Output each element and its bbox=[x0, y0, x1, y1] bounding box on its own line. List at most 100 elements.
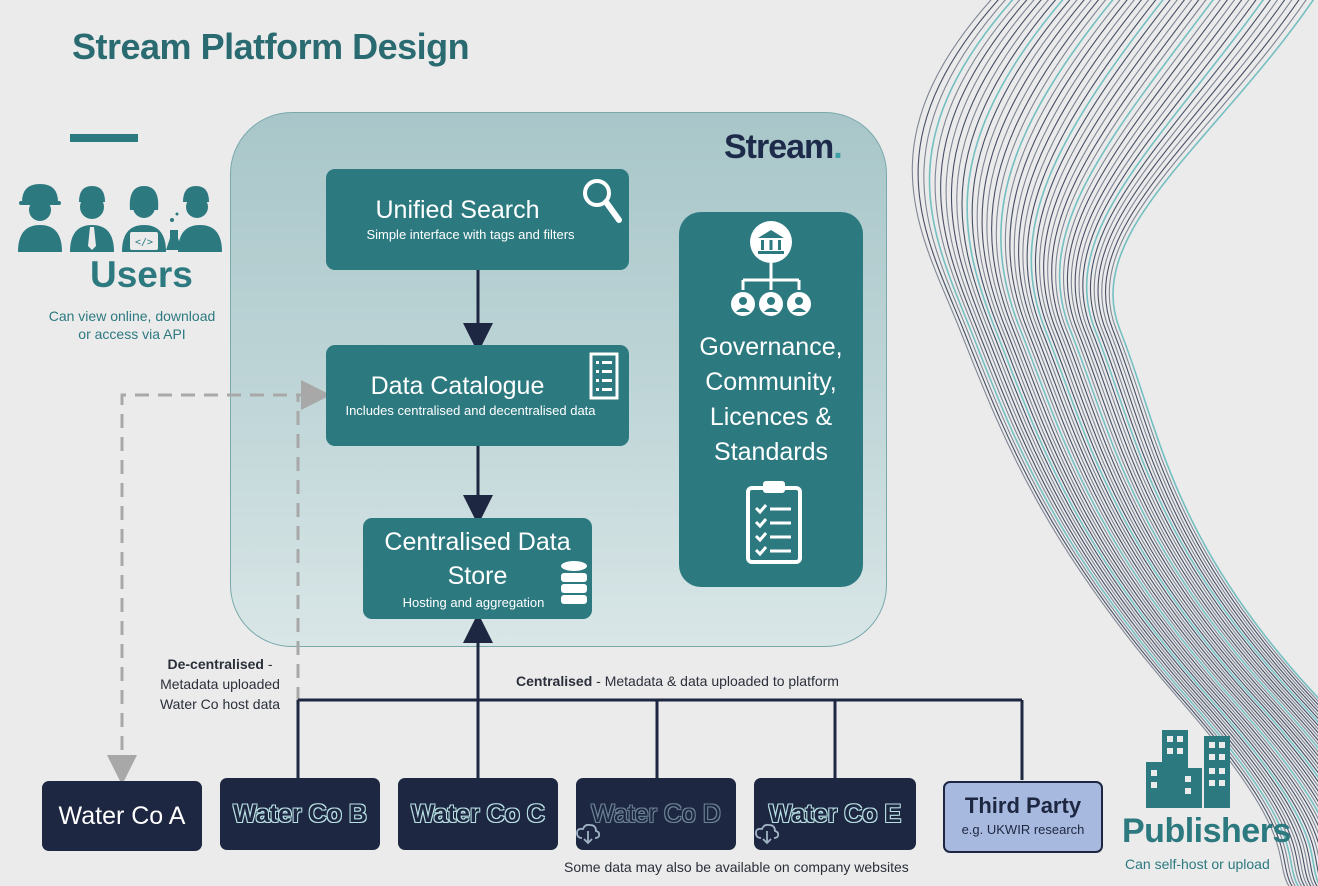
publishers-label: Publishers bbox=[1122, 812, 1291, 850]
cloud-download-icon bbox=[576, 823, 600, 845]
wave-line bbox=[1026, 0, 1318, 783]
governance-line1: Governance, bbox=[699, 333, 843, 361]
wave-line bbox=[1004, 0, 1318, 808]
decentralised-note: De-centralised - Metadata uploaded Water… bbox=[140, 654, 300, 714]
wave-line bbox=[966, 0, 1318, 884]
websites-note: Some data may also be available on compa… bbox=[564, 859, 909, 875]
wave-line bbox=[1067, 0, 1318, 742]
wave-line bbox=[1108, 0, 1318, 703]
wave-line bbox=[1097, 0, 1318, 713]
governance-line2: Community, bbox=[705, 368, 837, 396]
magnifier-icon bbox=[583, 179, 622, 223]
checklist-icon bbox=[589, 352, 619, 400]
publisher-water-co-b: Water Co B bbox=[220, 778, 380, 850]
decentralised-note-line1: De-centralised - bbox=[140, 654, 300, 674]
buildings-icon bbox=[1146, 730, 1230, 808]
centralised-note-bold: Centralised bbox=[516, 673, 593, 689]
database-icon bbox=[561, 561, 587, 604]
wave-line bbox=[1000, 0, 1318, 815]
publisher-label: Water Co A bbox=[58, 801, 186, 830]
wave-line bbox=[1009, 0, 1318, 803]
governance-line4: Standards bbox=[714, 438, 828, 466]
decentralised-note-bold: De-centralised bbox=[167, 656, 264, 672]
data-catalogue-title: Data Catalogue bbox=[370, 372, 545, 400]
wave-line bbox=[971, 0, 1318, 874]
publisher-water-co-a: Water Co A bbox=[42, 781, 202, 851]
users-description-line1: Can view online, download bbox=[48, 308, 216, 324]
wave-line bbox=[1051, 0, 1318, 757]
wave-line bbox=[934, 0, 1303, 886]
stream-logo-dot: . bbox=[833, 128, 843, 166]
publisher-label: Water Co E bbox=[768, 799, 902, 828]
wave-line bbox=[1039, 0, 1318, 770]
title-underline bbox=[70, 134, 138, 142]
centralised-note: Centralised - Metadata & data uploaded t… bbox=[516, 673, 839, 689]
wave-line bbox=[956, 0, 1315, 886]
centralised-tree bbox=[296, 613, 1024, 780]
decentralised-note-line2: Metadata uploaded bbox=[160, 676, 280, 692]
wave-line bbox=[1085, 0, 1318, 724]
wave-line bbox=[961, 0, 1318, 886]
users-description: Can view online, download or access via … bbox=[40, 307, 224, 343]
wave-line bbox=[928, 0, 1300, 886]
publisher-water-co-e: Water Co E bbox=[754, 778, 916, 850]
developer-icon: </> bbox=[122, 186, 166, 252]
wave-line bbox=[1093, 0, 1318, 716]
publisher-third-party: Third Party e.g. UKWIR research bbox=[943, 781, 1103, 853]
wave-line bbox=[1013, 0, 1318, 797]
centralised-note-rest: - Metadata & data uploaded to platform bbox=[592, 673, 839, 689]
data-store-title-line1: Centralised Data bbox=[384, 528, 571, 556]
wave-line bbox=[1030, 0, 1318, 779]
third-party-label: Third Party bbox=[964, 793, 1082, 818]
wave-line bbox=[1043, 0, 1318, 765]
data-store-subtitle: Hosting and aggregation bbox=[402, 595, 545, 610]
wave-line bbox=[1089, 0, 1318, 720]
data-store-title-line2: Store bbox=[447, 562, 508, 590]
wave-line bbox=[1101, 0, 1318, 709]
scientist-icon bbox=[166, 186, 222, 252]
unified-search-subtitle: Simple interface with tags and filters bbox=[366, 227, 575, 242]
wave-line bbox=[1078, 0, 1318, 730]
publisher-label: Water Co C bbox=[411, 799, 545, 828]
wave-line bbox=[986, 0, 1318, 835]
unified-search-box: Unified Search Simple interface with tag… bbox=[326, 169, 629, 270]
cloud-download-icon bbox=[755, 823, 779, 845]
worker-icon bbox=[18, 184, 62, 252]
governance-line3: Licences & bbox=[709, 403, 833, 431]
decentralised-note-line3: Water Co host data bbox=[159, 696, 281, 712]
wave-line bbox=[1022, 0, 1318, 788]
decentralised-dashed-line bbox=[107, 393, 310, 785]
wave-line bbox=[923, 0, 1296, 886]
users-description-line2: or access via API bbox=[78, 326, 186, 342]
users-icons: </> bbox=[18, 184, 222, 252]
wave-line bbox=[940, 0, 1306, 886]
publisher-label: Water Co B bbox=[233, 799, 367, 828]
wave-line bbox=[1082, 0, 1318, 727]
wave-line bbox=[976, 0, 1318, 857]
clipboard-icon bbox=[746, 481, 802, 564]
unified-search-title: Unified Search bbox=[375, 196, 540, 224]
wave-line bbox=[1112, 0, 1318, 700]
data-catalogue-subtitle: Includes centralised and decentralised d… bbox=[345, 403, 596, 418]
data-store-box: Centralised Data Store Hosting and aggre… bbox=[363, 518, 592, 619]
governance-text: Governance, Community, Licences & Standa… bbox=[679, 330, 863, 470]
publishers-sub: Can self-host or upload bbox=[1125, 856, 1270, 872]
wave-line bbox=[1105, 0, 1318, 706]
wave-line bbox=[991, 0, 1318, 827]
wave-line bbox=[995, 0, 1318, 820]
third-party-sub: e.g. UKWIR research bbox=[961, 822, 1085, 837]
publisher-water-co-c: Water Co C bbox=[398, 778, 558, 850]
wave-line bbox=[1074, 0, 1318, 734]
wave-line bbox=[1070, 0, 1318, 738]
wave-line bbox=[1063, 0, 1318, 745]
users-label: Users bbox=[90, 254, 193, 295]
wave-line bbox=[1018, 0, 1318, 793]
wave-line bbox=[1055, 0, 1318, 753]
wave-line bbox=[950, 0, 1312, 886]
wave-line bbox=[1047, 0, 1318, 761]
publisher-label: Water Co D bbox=[591, 799, 721, 828]
wave-line bbox=[1058, 0, 1318, 750]
institution-hierarchy-icon bbox=[731, 221, 811, 316]
publisher-water-co-d: Water Co D bbox=[576, 778, 736, 850]
